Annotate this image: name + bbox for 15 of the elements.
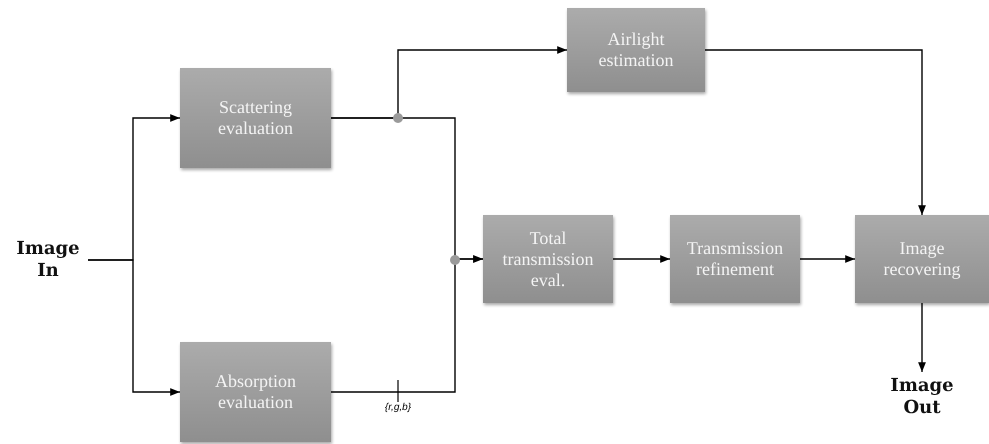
terminal-label: Image Out <box>889 375 955 419</box>
arrow <box>918 303 926 372</box>
arrow <box>705 49 926 215</box>
process-box: Absorption evaluation <box>180 342 331 442</box>
edge-label: {r,g,b} <box>384 402 412 413</box>
process-box: Airlight estimation <box>567 8 705 92</box>
process-box: Image recovering <box>855 215 989 303</box>
arrow <box>613 255 670 263</box>
arrow <box>88 259 180 396</box>
process-box: Total transmission eval. <box>483 215 613 303</box>
arrow <box>800 255 855 263</box>
process-box: Scattering evaluation <box>180 68 331 168</box>
arrow <box>331 255 483 393</box>
terminal-label: Image In <box>15 238 81 282</box>
process-box: Transmission refinement <box>670 215 800 303</box>
